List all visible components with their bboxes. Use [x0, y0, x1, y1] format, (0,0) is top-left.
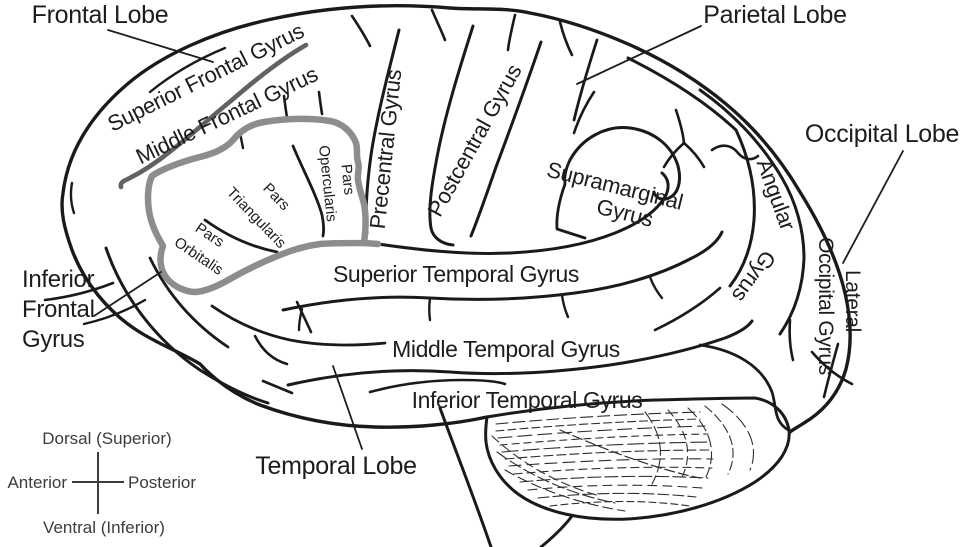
inferior-frontal-gyrus-outline-gray [144, 115, 369, 296]
top-branch-2 [430, 8, 447, 42]
pars-opercularis-border [291, 144, 326, 238]
central-sulcus [428, 24, 475, 247]
stg-right-line [653, 286, 722, 332]
parietal-y-right [682, 141, 706, 169]
inferior-frontal-gyrus-label-line3: Gyrus [22, 326, 85, 353]
inferior-frontal-gyrus-leader [93, 271, 162, 317]
supramarginal-stem [555, 158, 587, 240]
brainstem-left-line [438, 406, 493, 547]
temporal-lobe-leader [332, 365, 363, 450]
lateral-occipital-gyrus-label-line2: Occipital Gyrus [814, 237, 837, 375]
sts-tick-4 [648, 275, 664, 300]
parietal-y-stem [674, 108, 686, 145]
cerebrum-outline [60, 4, 852, 434]
frontal-lobe-leader [107, 29, 214, 63]
occipital-sulcus-3 [822, 342, 840, 399]
orbital-curve-1 [43, 281, 115, 302]
postcentral-gyrus-label: Postcentral Gyrus [422, 60, 526, 221]
middle-temporal-gyrus-label: Middle Temporal Gyrus [392, 336, 620, 362]
occipital-sulcus-1 [788, 318, 795, 362]
middle-temporal-sulcus [286, 319, 754, 387]
temporal-pole-swoosh-1 [104, 246, 270, 405]
occipital-band-curve [698, 88, 806, 336]
top-branch-4 [558, 20, 574, 57]
pars-opercularis-label-line1: Pars [337, 163, 357, 195]
temporal-top-branch [295, 300, 313, 334]
cerebellum [484, 396, 791, 521]
sts-tick-1 [297, 307, 304, 332]
pars-triangularis-label-line1: Pars [259, 180, 293, 214]
compass-dorsal-label: Dorsal (Superior) [42, 429, 171, 448]
leader-lines [93, 25, 904, 450]
parietal-lobe-leader [576, 25, 702, 85]
top-branch-1 [350, 14, 372, 48]
inferior-frontal-gyrus-label-line2: Frontal [22, 296, 95, 323]
intraparietal-sulcus [626, 56, 756, 288]
cerebellum-striations [491, 403, 754, 512]
inferior-temporal-sulcus [368, 378, 507, 394]
brainstem-right-line [539, 514, 574, 547]
temporal-pole-swoosh-2 [148, 256, 230, 349]
supramarginal-horseshoe [568, 126, 681, 201]
frontal-lobe-label: Frontal Lobe [32, 1, 169, 29]
brain-line-art [43, 4, 854, 434]
superior-frontal-sulcus-gray [118, 42, 309, 190]
frontal-tick-2 [317, 90, 324, 116]
postcentral-sulcus [469, 40, 543, 238]
superior-temporal-gyrus-label: Superior Temporal Gyrus [333, 261, 579, 287]
compass-ventral-label: Ventral (Inferior) [43, 518, 165, 537]
parietal-lobe-label: Parietal Lobe [703, 1, 846, 29]
pars-opercularis-label-line2: Opercularis [315, 144, 340, 222]
sts-tick-2 [428, 296, 432, 322]
brainstem [438, 406, 574, 547]
temporal-dash [261, 379, 294, 395]
parieto-occipital-zigzag [710, 144, 760, 161]
temporal-lobe-label: Temporal Lobe [255, 452, 416, 480]
parietal-y-left [662, 141, 686, 169]
gray-spur [360, 239, 382, 248]
supramarginal-upper-left [572, 90, 596, 135]
temporal-hook [253, 334, 289, 366]
inferior-temporal-gyrus-label: Inferior Temporal Gyrus [412, 387, 643, 413]
angular-gyrus-label-line1: Angular [752, 156, 801, 234]
pars-orbitalis-border [203, 218, 279, 254]
occipital-lobe-label: Occipital Lobe [805, 120, 959, 148]
lateral-occipital-gyrus-label-line1: Lateral [841, 270, 864, 332]
frontal-pole-notch [69, 181, 76, 215]
lateral-fissure [376, 171, 670, 255]
inferior-frontal-gyrus-label-line1: Inferior [22, 266, 95, 293]
top-branch-3 [506, 13, 517, 52]
cerebellum-outline [484, 396, 791, 521]
preoccipital-curve [698, 343, 792, 433]
orientation-compass: Dorsal (Superior) Ventral (Inferior) Ant… [7, 429, 196, 537]
temporal-top-line [210, 304, 387, 347]
orbital-curve-2 [82, 298, 147, 326]
sts-tick-3 [560, 293, 570, 319]
compass-posterior-label: Posterior [128, 473, 196, 492]
superior-temporal-sulcus [281, 230, 724, 312]
compass-anterior-label: Anterior [7, 473, 67, 492]
frontal-inner-line [148, 46, 227, 94]
gray-line-art [118, 42, 382, 296]
occipital-lobe-leader [842, 150, 904, 264]
